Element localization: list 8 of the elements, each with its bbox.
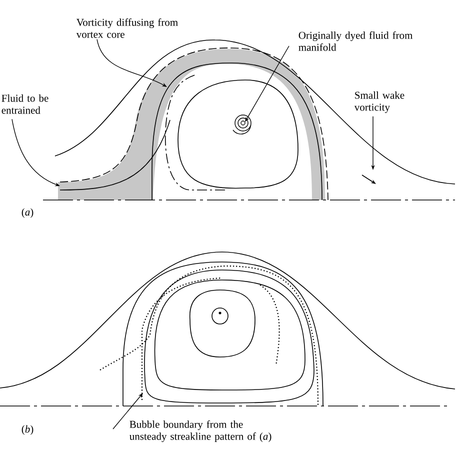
callout-text: Vorticity diffusing from vortex core [76,18,178,38]
panel-label: (b) [22,425,34,435]
callout-text: Bubble boundary from the unsteady streakline pattern of (a) [130,420,272,442]
leader-line [112,393,143,430]
callout-text: Originally dyed fluid from manifold [298,31,413,51]
callout-text: Small wake vorticity [354,91,404,113]
panel-label: (a) [22,208,34,218]
callout-text: Fluid to be entrained [2,94,48,114]
